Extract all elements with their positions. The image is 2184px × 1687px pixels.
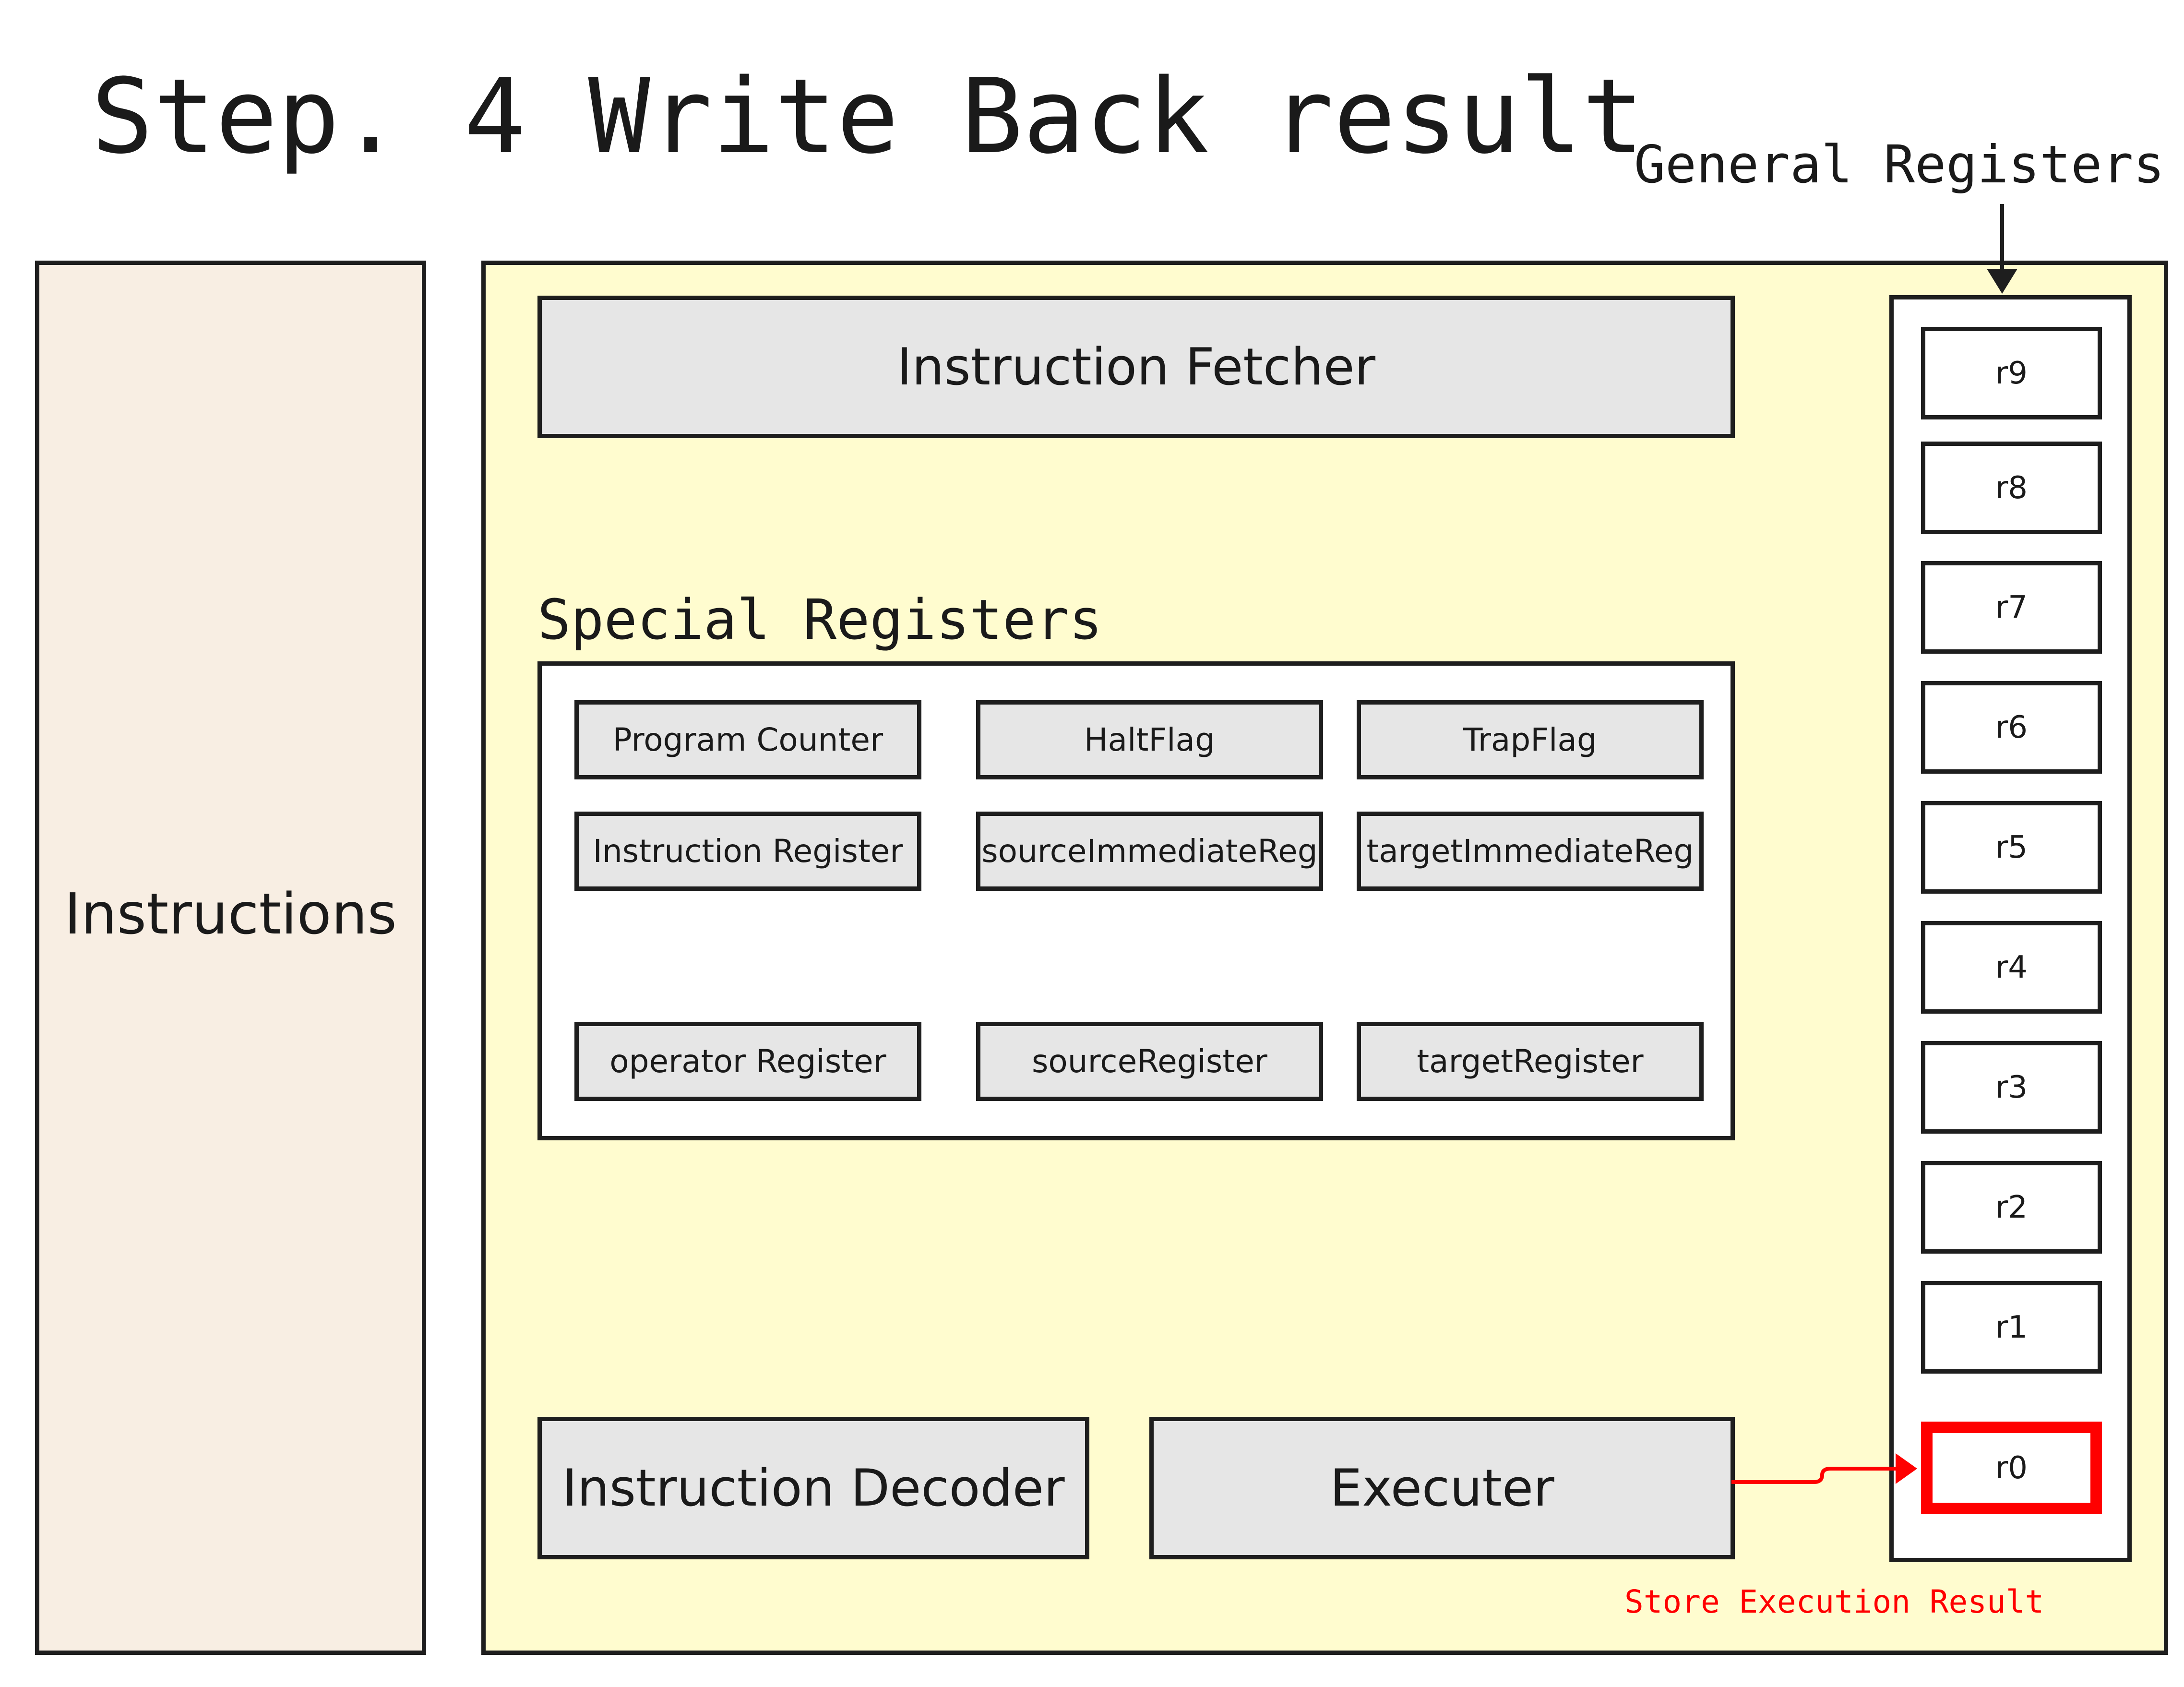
special-register-source: sourceRegister [976, 1022, 1323, 1101]
special-register-label: sourceRegister [1032, 1043, 1267, 1080]
special-register-label: Instruction Register [593, 833, 903, 870]
general-register-label: r7 [1995, 589, 2028, 625]
general-register-r6: r6 [1921, 681, 2102, 774]
general-register-label: r6 [1995, 709, 2028, 745]
general-register-r4: r4 [1921, 921, 2102, 1014]
special-register-halt-flag: HaltFlag [976, 700, 1323, 779]
instruction-decoder-label: Instruction Decoder [562, 1459, 1065, 1518]
special-registers-label: Special Registers [537, 588, 1103, 652]
general-registers-label: General Registers [1634, 135, 2165, 195]
general-register-label: r5 [1995, 829, 2028, 865]
general-register-label: r3 [1995, 1069, 2028, 1105]
executer-box: Executer [1149, 1417, 1735, 1559]
general-register-label: r4 [1995, 949, 2028, 985]
executer-label: Executer [1330, 1459, 1554, 1518]
store-execution-result-label: Store Execution Result [1624, 1583, 2044, 1620]
instruction-fetcher-box: Instruction Fetcher [537, 296, 1735, 438]
general-register-r3: r3 [1921, 1041, 2102, 1134]
special-register-label: HaltFlag [1084, 721, 1215, 758]
special-register-label: Program Counter [612, 721, 883, 758]
general-register-label: r8 [1995, 470, 2028, 506]
general-register-label: r2 [1995, 1189, 2028, 1225]
special-register-operator: operator Register [574, 1022, 921, 1101]
special-register-source-immediate: sourceImmediateReg [976, 812, 1323, 891]
special-register-target-immediate: targetImmediateReg [1357, 812, 1704, 891]
general-register-r2: r2 [1921, 1161, 2102, 1254]
special-register-label: targetImmediateReg [1366, 833, 1694, 870]
special-register-instruction-register: Instruction Register [574, 812, 921, 891]
general-register-r1: r1 [1921, 1281, 2102, 1374]
general-register-label: r0 [1995, 1450, 2028, 1486]
instruction-decoder-box: Instruction Decoder [537, 1417, 1089, 1559]
page-title: Step. 4 Write Back result [91, 56, 1645, 177]
general-register-label: r1 [1995, 1309, 2028, 1345]
general-register-label: r9 [1995, 355, 2028, 391]
general-register-r7: r7 [1921, 561, 2102, 654]
special-register-label: operator Register [609, 1043, 886, 1080]
general-register-r9: r9 [1921, 327, 2102, 419]
special-register-label: targetRegister [1417, 1043, 1644, 1080]
special-register-program-counter: Program Counter [574, 700, 921, 779]
special-register-label: sourceImmediateReg [981, 833, 1318, 870]
special-register-trap-flag: TrapFlag [1357, 700, 1704, 779]
instructions-panel [35, 261, 426, 1655]
general-register-r0-highlighted: r0 [1921, 1422, 2102, 1514]
special-register-label: TrapFlag [1463, 721, 1597, 758]
general-register-r5: r5 [1921, 801, 2102, 894]
general-register-r8: r8 [1921, 442, 2102, 534]
instructions-label: Instructions [64, 881, 397, 947]
special-register-target: targetRegister [1357, 1022, 1704, 1101]
instruction-fetcher-label: Instruction Fetcher [896, 337, 1376, 396]
